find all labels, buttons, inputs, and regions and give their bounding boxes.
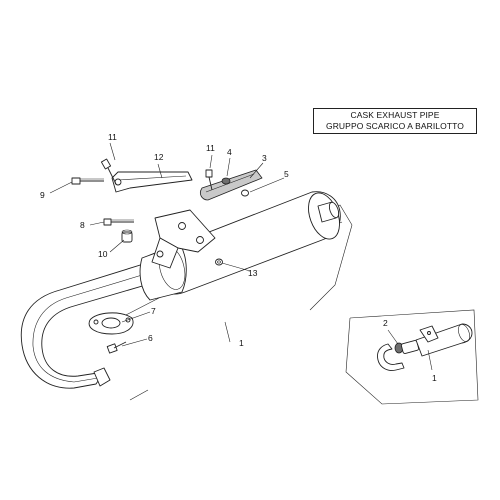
fasteners: [71, 158, 249, 354]
callout-1-inset: 1: [432, 373, 437, 383]
callout-3: 3: [262, 153, 267, 163]
callout-4: 4: [227, 147, 232, 157]
part-12-bracket: [111, 171, 193, 193]
muffler-cask: [139, 191, 341, 301]
bolt-part-8: [103, 218, 134, 226]
nut-part-13: [215, 258, 223, 266]
bolt-part-11-left: [100, 158, 117, 185]
inset-view: 2 1: [345, 309, 479, 405]
spacer-part-10: [121, 229, 133, 243]
gasket-part-7: [88, 312, 134, 335]
bolt-part-6: [106, 341, 127, 354]
callout-11-left: 11: [108, 132, 117, 142]
callout-7: 7: [151, 306, 156, 316]
washer-part-4: [221, 177, 231, 185]
callout-5: 5: [284, 169, 289, 179]
callout-1-main: 1: [239, 338, 244, 348]
muffler-bracket: [151, 209, 216, 269]
part-3-heat-shield: [200, 169, 263, 201]
callout-6: 6: [148, 333, 153, 343]
callout-11-right: 11: [206, 143, 215, 153]
diagram-title-english: CASK EXHAUST PIPE: [350, 110, 440, 120]
diagram-title-italian: GRUPPO SCARICO A BARILOTTO: [325, 121, 464, 131]
nut-part-5: [241, 189, 249, 197]
bolt-part-9: [71, 177, 104, 185]
callout-12: 12: [154, 152, 164, 162]
callout-10: 10: [98, 249, 108, 259]
bolt-part-11-right: [205, 169, 213, 191]
callout-9: 9: [40, 190, 45, 200]
diagram-title-box: CASK EXHAUST PIPE GRUPPO SCARICO A BARIL…: [313, 108, 477, 134]
callout-2-inset: 2: [383, 318, 388, 328]
callout-8: 8: [80, 220, 85, 230]
leader-lines: [49, 142, 285, 347]
callout-13: 13: [248, 268, 258, 278]
exhaust-header-pipe: [20, 261, 157, 389]
callout-labels: 11 9 8 10 12 11 4 3 5 13 7 6 1: [40, 132, 289, 348]
